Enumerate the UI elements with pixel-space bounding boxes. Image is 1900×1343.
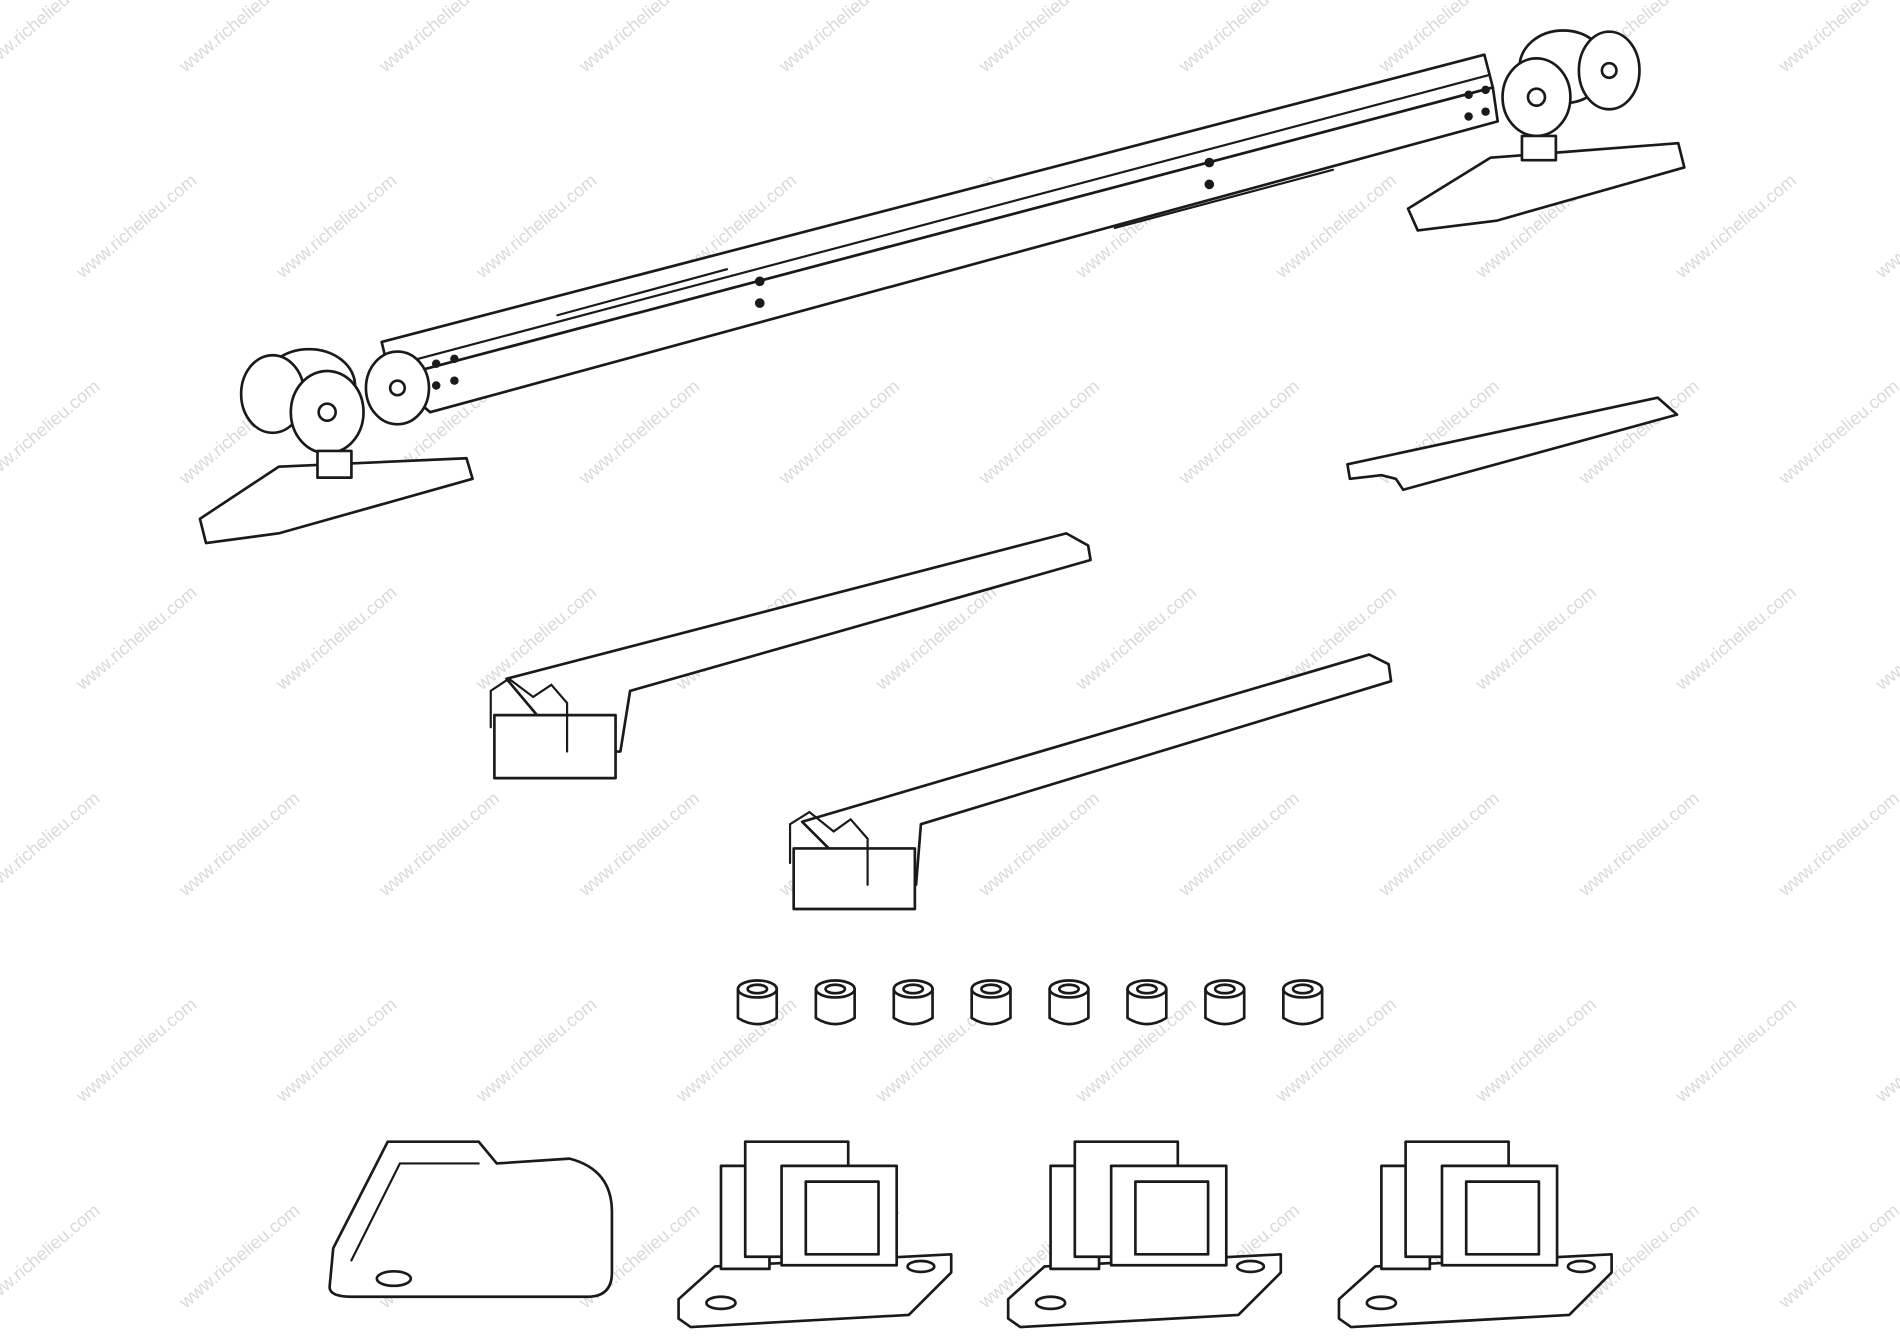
watermark-text: www.richelieu.com: [272, 994, 401, 1107]
watermark-text: www.richelieu.com: [375, 0, 504, 77]
watermark-text: www.richelieu.com: [671, 994, 800, 1107]
watermark-text: www.richelieu.com: [1174, 788, 1303, 901]
watermark-text: www.richelieu.com: [1071, 582, 1200, 695]
end-guide: [328, 1140, 614, 1299]
watermark-text: www.richelieu.com: [1574, 788, 1703, 901]
arm-1: [489, 532, 1092, 780]
watermark-text: www.richelieu.com: [1871, 170, 1900, 283]
watermark-text: www.richelieu.com: [575, 376, 704, 489]
watermark-text: www.richelieu.com: [1774, 0, 1900, 77]
watermark-text: www.richelieu.com: [1871, 582, 1900, 695]
watermark-text: www.richelieu.com: [1271, 170, 1400, 283]
spacers: [736, 979, 1324, 1026]
watermark-text: www.richelieu.com: [575, 788, 704, 901]
watermark-text: www.richelieu.com: [0, 0, 103, 77]
arm-2: [788, 653, 1393, 911]
watermark-text: www.richelieu.com: [1374, 788, 1503, 901]
spacer: [1204, 979, 1246, 1026]
watermark-text: www.richelieu.com: [1774, 1200, 1900, 1313]
watermark-text: www.richelieu.com: [472, 994, 601, 1107]
watermark-text: www.richelieu.com: [1871, 994, 1900, 1107]
watermark-text: www.richelieu.com: [1671, 994, 1800, 1107]
watermark-text: www.richelieu.com: [774, 376, 903, 489]
floor-guide: [677, 1140, 953, 1329]
watermark-text: www.richelieu.com: [1471, 994, 1600, 1107]
watermark-text: www.richelieu.com: [575, 0, 704, 77]
spacer: [970, 979, 1012, 1026]
watermark-text: www.richelieu.com: [1174, 376, 1303, 489]
watermark-text: www.richelieu.com: [375, 788, 504, 901]
spacer: [1282, 979, 1324, 1026]
watermark-text: www.richelieu.com: [1774, 376, 1900, 489]
watermark-text: www.richelieu.com: [1774, 788, 1900, 901]
watermark-text: www.richelieu.com: [974, 0, 1103, 77]
watermark-text: www.richelieu.com: [72, 582, 201, 695]
watermark-text: www.richelieu.com: [472, 170, 601, 283]
spacer: [814, 979, 856, 1026]
watermark-text: www.richelieu.com: [175, 1200, 304, 1313]
left-roller-carriage: [198, 347, 474, 545]
watermark-text: www.richelieu.com: [272, 582, 401, 695]
watermark-text: www.richelieu.com: [72, 994, 201, 1107]
watermark-text: www.richelieu.com: [175, 788, 304, 901]
watermark-text: www.richelieu.com: [175, 0, 304, 77]
floor-guides: [677, 1140, 1613, 1329]
watermark-text: www.richelieu.com: [774, 0, 903, 77]
connector-plate: [1346, 396, 1679, 492]
watermark-text: www.richelieu.com: [0, 1200, 103, 1313]
floor-guide: [1337, 1140, 1613, 1329]
watermark-text: www.richelieu.com: [1471, 582, 1600, 695]
watermark-text: www.richelieu.com: [1671, 582, 1800, 695]
floor-guide: [1006, 1140, 1283, 1329]
spacer: [736, 979, 779, 1026]
watermark-text: www.richelieu.com: [72, 170, 201, 283]
watermark-text: www.richelieu.com: [1671, 170, 1800, 283]
watermark-text: www.richelieu.com: [272, 170, 401, 283]
watermark-text: www.richelieu.com: [0, 376, 103, 489]
spacer: [1126, 979, 1168, 1026]
watermark-text: www.richelieu.com: [974, 788, 1103, 901]
spacer: [892, 979, 934, 1026]
right-roller-carriage: [1406, 29, 1686, 232]
watermark-text: www.richelieu.com: [1174, 0, 1303, 77]
track-assembly: [380, 53, 1500, 414]
watermark-text: www.richelieu.com: [974, 376, 1103, 489]
spacer: [1048, 979, 1090, 1026]
watermark-text: www.richelieu.com: [0, 788, 103, 901]
